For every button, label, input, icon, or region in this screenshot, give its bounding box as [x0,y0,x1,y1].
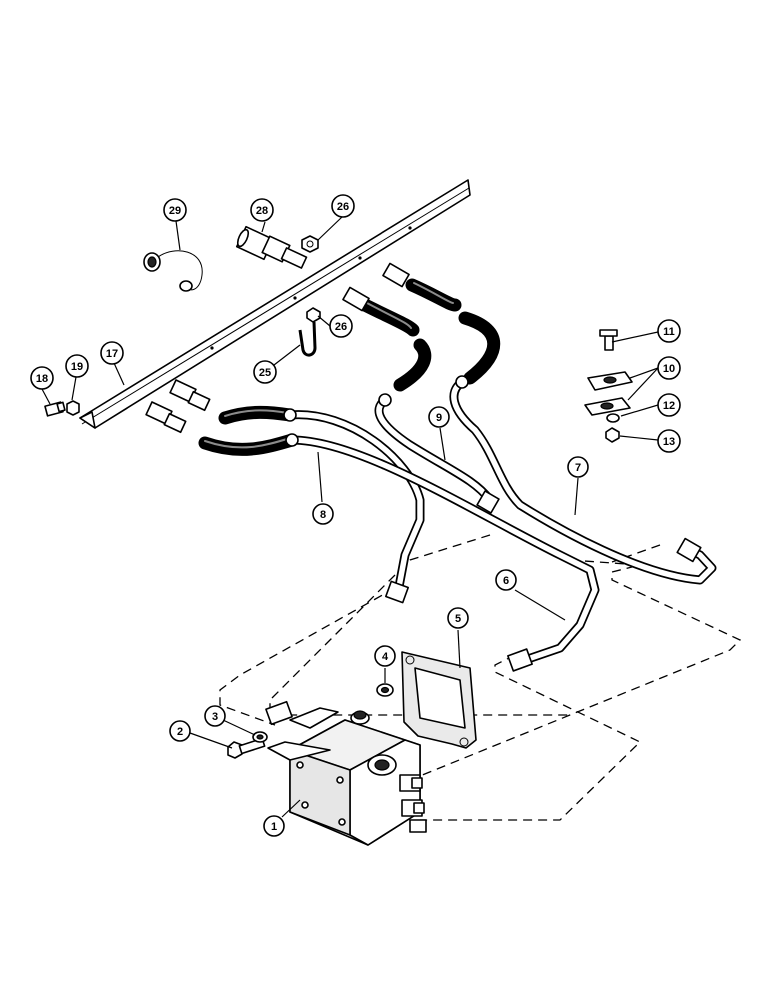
bar-hole [358,256,362,260]
callout-26-upper: 26 [331,194,355,218]
svg-text:17: 17 [106,348,118,360]
callout-25: 25 [253,360,277,384]
svg-text:26: 26 [335,321,347,333]
callout-8: 8 [312,503,334,525]
svg-text:28: 28 [256,205,268,217]
svg-text:8: 8 [320,509,326,521]
port-fittings [399,774,427,833]
fitting-middle [342,286,370,312]
mounting-bar-body [79,179,471,429]
u-bolt-25 [298,321,317,357]
fitting-left-lower [145,401,187,434]
fitting-right [382,262,410,288]
bar-hole [408,226,412,230]
tube-nut [378,393,392,407]
hose-right [405,278,501,385]
mounting-bar-end [79,411,96,429]
hardware-right [584,329,633,443]
callout-17: 17 [100,341,124,365]
tube-nut-8 [385,580,409,604]
svg-text:19: 19 [71,361,83,373]
tube-nut [283,408,297,422]
dashed-route-a [219,587,396,726]
svg-text:7: 7 [575,462,581,474]
lever-arm [289,707,339,729]
nut-26-lower [306,307,321,323]
bar-hole [293,296,297,300]
callout-6: 6 [495,569,517,591]
tube-nut-9 [476,490,500,514]
tube-nut-6 [507,648,533,672]
callouts: 1 2 3 4 5 6 7 8 9 10 11 12 13 17 18 19 2… [30,194,681,837]
svg-text:5: 5 [455,613,461,625]
bar-hole [210,346,214,350]
callout-19: 19 [65,354,89,378]
fitting-left-upper [169,379,211,412]
tube-nut [285,433,299,447]
tube-nut-7 [676,537,702,563]
coupler-28 [235,225,308,269]
callout-7: 7 [567,456,589,478]
callout-9: 9 [428,406,450,428]
bolt-11 [604,335,614,351]
dashed-route-c [409,559,742,781]
svg-text:18: 18 [36,373,48,385]
dashed-route-e [611,544,661,563]
callout-29: 29 [163,198,187,222]
washer-12 [606,413,620,423]
svg-text:12: 12 [663,400,675,412]
callout-18: 18 [30,366,54,390]
svg-text:25: 25 [259,367,271,379]
gasket-5 [401,651,477,749]
hose-left-lower [198,433,299,456]
hardware-top [143,225,321,357]
leader-lines [41,216,659,818]
nut-13 [605,427,620,443]
rigid-tubes [285,377,717,665]
mounting-bar-edge [81,187,470,425]
callout-3: 3 [204,705,226,727]
valve-body-1 [265,700,427,846]
callout-28: 28 [250,198,274,222]
dashed-route-d [420,654,642,821]
callout-11: 11 [657,319,681,343]
hoses [198,278,501,456]
nut-19 [66,400,80,416]
svg-text:26: 26 [337,201,349,213]
svg-text:29: 29 [169,205,181,217]
hose-fittings [145,262,702,672]
svg-text:1: 1 [271,821,277,833]
svg-text:11: 11 [663,326,675,338]
svg-text:3: 3 [212,711,218,723]
callout-12: 12 [657,393,681,417]
svg-text:10: 10 [663,363,675,375]
callout-1: 1 [263,815,285,837]
callout-26-lower: 26 [329,314,353,338]
svg-text:9: 9 [436,412,442,424]
mounting-bar [79,179,471,429]
svg-text:4: 4 [382,651,389,663]
callout-10: 10 [657,356,681,380]
callout-4: 4 [374,645,396,667]
svg-text:6: 6 [503,575,509,587]
svg-text:13: 13 [663,436,675,448]
hardware-left [44,400,80,417]
tube-nut [455,375,469,389]
callout-5: 5 [447,607,469,629]
callout-2: 2 [169,720,191,742]
callout-13: 13 [657,429,681,453]
svg-text:2: 2 [177,726,183,738]
nut-26-upper [301,235,319,253]
